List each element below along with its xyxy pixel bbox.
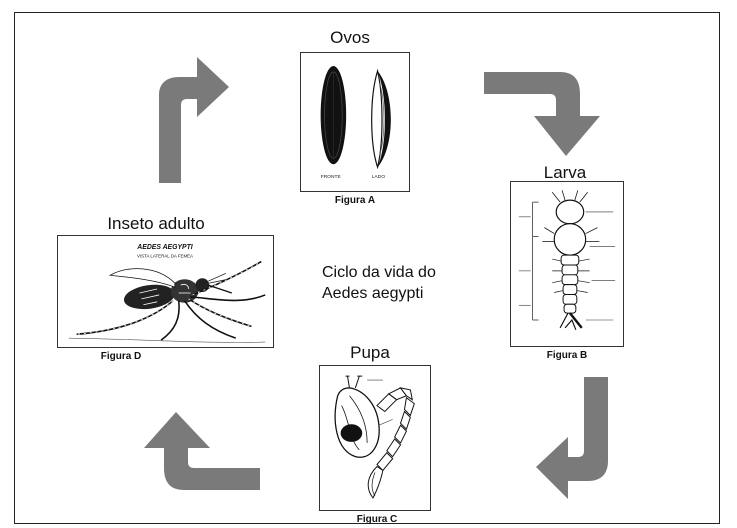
curved-arrow-icon [532, 375, 612, 500]
larva-figure [510, 181, 624, 347]
adult-image-subheading: VISTA LATERAL DA FEMEA [137, 254, 193, 259]
eggs-figure: FRONTE LADO [300, 52, 410, 192]
arrow-larva-to-pupa [532, 375, 612, 500]
adult-image-heading: AEDES AEGYPTI [136, 244, 193, 251]
adult-title: Inseto adulto [96, 214, 216, 234]
curved-arrow-icon [130, 408, 262, 492]
pupa-drawing [320, 366, 430, 510]
pupa-caption: Figura C [342, 514, 412, 525]
eggs-caption: Figura A [320, 195, 390, 206]
larva-title: Larva [530, 163, 600, 183]
arrow-pupa-to-adult [130, 408, 262, 492]
eggs-label-side: LADO [372, 174, 386, 180]
adult-figure: AEDES AEGYPTI VISTA LATERAL DA FEMEA [57, 235, 274, 348]
pupa-figure [319, 365, 431, 511]
arrow-adult-to-eggs [155, 55, 235, 185]
adult-drawing: AEDES AEGYPTI VISTA LATERAL DA FEMEA [58, 236, 273, 347]
eggs-title: Ovos [310, 28, 390, 48]
adult-caption: Figura D [86, 351, 156, 362]
curved-arrow-icon [155, 55, 235, 185]
arrow-eggs-to-larva [482, 70, 614, 160]
cycle-title-line-1: Ciclo da vida do [322, 262, 436, 283]
larva-drawing [511, 182, 623, 346]
larva-caption: Figura B [532, 350, 602, 361]
cycle-title-line-2: Aedes aegypti [322, 283, 436, 304]
cycle-title: Ciclo da vida do Aedes aegypti [322, 262, 436, 304]
curved-arrow-icon [482, 70, 614, 160]
pupa-title: Pupa [335, 343, 405, 363]
eggs-drawing: FRONTE LADO [301, 53, 409, 191]
eggs-label-front: FRONTE [321, 174, 342, 180]
